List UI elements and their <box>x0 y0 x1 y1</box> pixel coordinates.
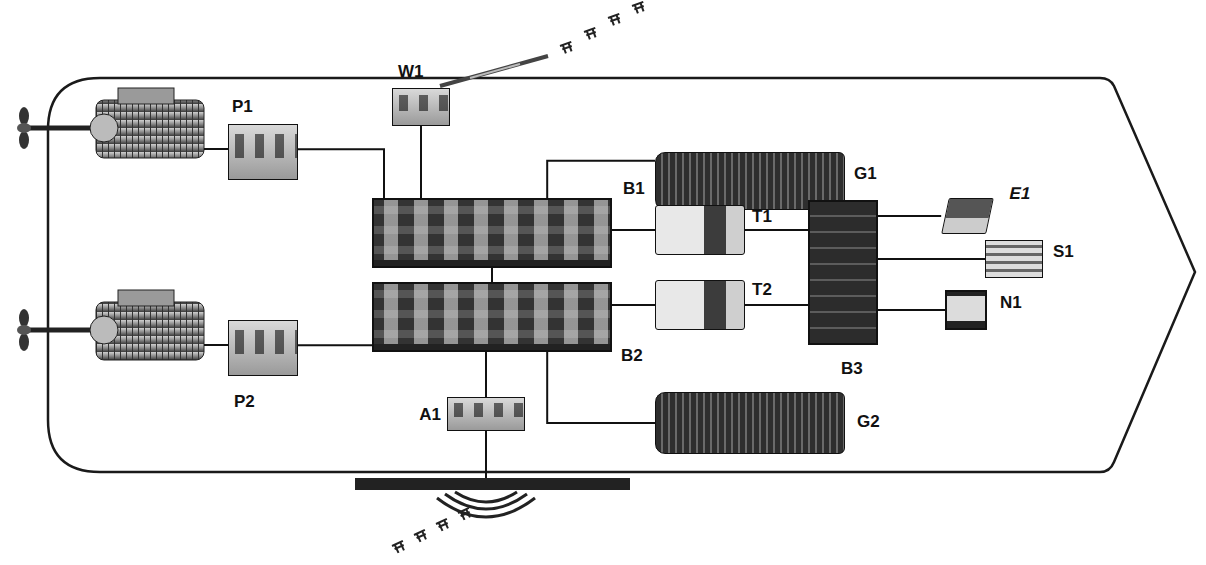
transformer: T1 <box>655 205 745 255</box>
equipment-label: G2 <box>856 413 881 431</box>
equipment-label: N1 <box>999 294 1023 312</box>
workstation: E1 <box>941 198 994 234</box>
equipment-label: B2 <box>620 347 644 365</box>
signal-symbol <box>392 541 407 554</box>
signal-symbol <box>414 530 429 543</box>
transformer: T2 <box>655 280 745 330</box>
power-cable <box>745 304 808 306</box>
equipment-label: T2 <box>751 281 773 299</box>
power-cable <box>745 229 808 231</box>
power-cable <box>547 161 655 198</box>
propulsion-drive: P1 <box>228 124 298 180</box>
power-cable <box>298 344 372 346</box>
equipment-label: W1 <box>397 63 425 81</box>
signal-symbol <box>632 2 646 15</box>
radio-unit: W1 <box>392 88 450 126</box>
signal-symbol <box>584 28 598 41</box>
power-cable <box>612 229 655 231</box>
propulsion-drive: P2 <box>228 320 298 376</box>
equipment-label: S1 <box>1052 243 1075 261</box>
power-cable <box>878 258 985 260</box>
generator: G2 <box>655 392 845 454</box>
antenna <box>440 2 646 86</box>
equipment-label: A1 <box>418 406 442 424</box>
power-cable <box>612 304 655 306</box>
sonar-transducer <box>355 431 630 554</box>
signal-symbol <box>560 42 574 55</box>
equipment-label: G1 <box>853 165 878 183</box>
equipment-label: B1 <box>622 180 646 198</box>
sonar-unit: A1 <box>447 397 525 431</box>
propulsion-motor <box>17 290 228 360</box>
power-cable <box>878 215 941 217</box>
switchboard: B2 <box>372 282 612 352</box>
power-cable <box>298 149 384 198</box>
signal-symbol <box>458 508 473 521</box>
switchboard: B1 <box>372 198 612 268</box>
hull-outline <box>48 78 1195 472</box>
equipment-label: P2 <box>233 393 256 411</box>
power-cable <box>491 268 493 282</box>
power-cable <box>878 309 945 311</box>
power-cable <box>485 352 487 397</box>
equipment-label: E1 <box>1007 185 1034 203</box>
power-cable <box>420 126 422 198</box>
propulsion-motor <box>17 88 228 158</box>
signal-symbol <box>608 14 622 27</box>
distribution-board: B3 <box>808 200 878 345</box>
equipment-label: T1 <box>751 208 773 226</box>
display-unit: N1 <box>945 290 987 330</box>
equipment-label: P1 <box>231 98 254 116</box>
server-unit: S1 <box>985 240 1043 278</box>
equipment-label: B3 <box>840 360 864 378</box>
signal-symbol <box>436 519 451 532</box>
